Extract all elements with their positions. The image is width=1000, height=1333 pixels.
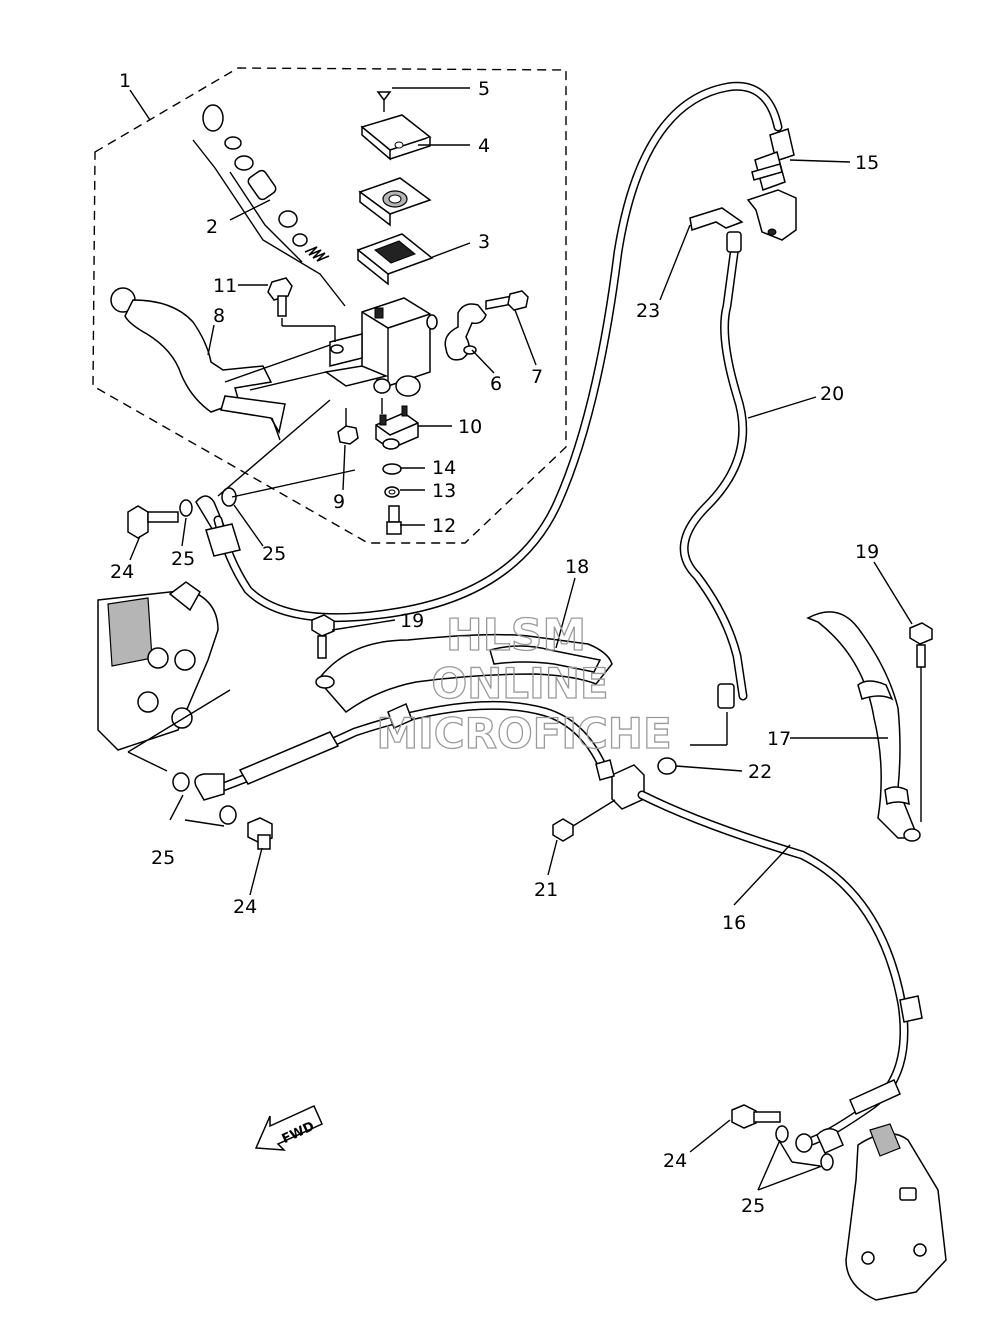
callout-12: 12: [432, 515, 456, 537]
upper-banjo-fittings: [127, 399, 356, 539]
callout-1: 1: [119, 70, 131, 92]
callout-15: 15: [855, 152, 879, 174]
callout-14: 14: [432, 457, 456, 479]
hose-guide-bracket: [689, 189, 797, 241]
callout-19-left: 19: [400, 610, 424, 632]
watermark-line-3: MICROFICHE: [376, 709, 671, 758]
master-cylinder-body: [324, 297, 438, 397]
callout-9: 9: [333, 491, 345, 513]
callout-13: 13: [432, 480, 456, 502]
callout-6: 6: [490, 373, 502, 395]
brake-lever: [110, 287, 331, 441]
callout-25-right: 25: [741, 1195, 765, 1217]
brake-light-switch: [375, 398, 419, 535]
callout-25-upper-b: 25: [262, 543, 286, 565]
watermark: HLSM ONLINE MICROFICHE: [376, 609, 673, 758]
hose-protector-left: [315, 633, 613, 714]
callout-19-right: 19: [855, 541, 879, 563]
protector-bolt-left: [311, 614, 335, 659]
callout-24-right: 24: [663, 1150, 687, 1172]
right-caliper: [845, 1123, 947, 1301]
protector-bolt-right: [909, 622, 933, 822]
callout-5: 5: [478, 78, 490, 100]
right-brake-hose: [637, 790, 923, 1154]
callout-25-upper-a: 25: [171, 548, 195, 570]
upper-hose-loop: [205, 81, 795, 623]
callout-11: 11: [213, 275, 237, 297]
callout-10: 10: [458, 416, 482, 438]
callout-7: 7: [531, 366, 543, 388]
callout-labels: 1 2 3 4 5 6 7 8 9 10 11 12 13 14 15 16 1…: [110, 70, 879, 1217]
callout-17: 17: [767, 728, 791, 750]
callout-3: 3: [478, 231, 490, 253]
fwd-arrow: FWD: [254, 1105, 323, 1151]
callout-4: 4: [478, 135, 490, 157]
left-caliper: [97, 581, 231, 772]
handlebar-clamp: [444, 303, 487, 361]
callout-21: 21: [534, 879, 558, 901]
leader-lines: [129, 87, 913, 1191]
brake-hose-joint: [552, 757, 677, 842]
piston-kit: [192, 104, 346, 307]
watermark-line-2: ONLINE: [431, 659, 608, 708]
master-cylinder-assembly-boundary: [92, 67, 567, 544]
lower-right-banjo: [731, 1104, 834, 1171]
watermark-line-1: HLSM: [446, 610, 586, 661]
lever-nut: [337, 408, 359, 445]
callout-23: 23: [636, 300, 660, 322]
left-brake-hose: [210, 700, 615, 795]
callout-22: 22: [748, 761, 772, 783]
callout-8: 8: [213, 305, 225, 327]
hose-joint-fitting: [751, 151, 786, 191]
callout-16: 16: [722, 912, 746, 934]
brake-pipe: [679, 231, 748, 746]
callout-18: 18: [565, 556, 589, 578]
lever-pivot-bolt: [267, 277, 336, 342]
callout-24-lower: 24: [233, 896, 257, 918]
callout-2: 2: [206, 216, 218, 238]
hose-protector-right: [806, 611, 921, 842]
callout-25-lower: 25: [151, 847, 175, 869]
reservoir-cap-stack: [356, 91, 434, 286]
lower-left-banjo: [169, 772, 273, 850]
callout-20: 20: [820, 383, 844, 405]
clamp-bolt: [485, 290, 529, 311]
callout-24-upper: 24: [110, 561, 134, 583]
